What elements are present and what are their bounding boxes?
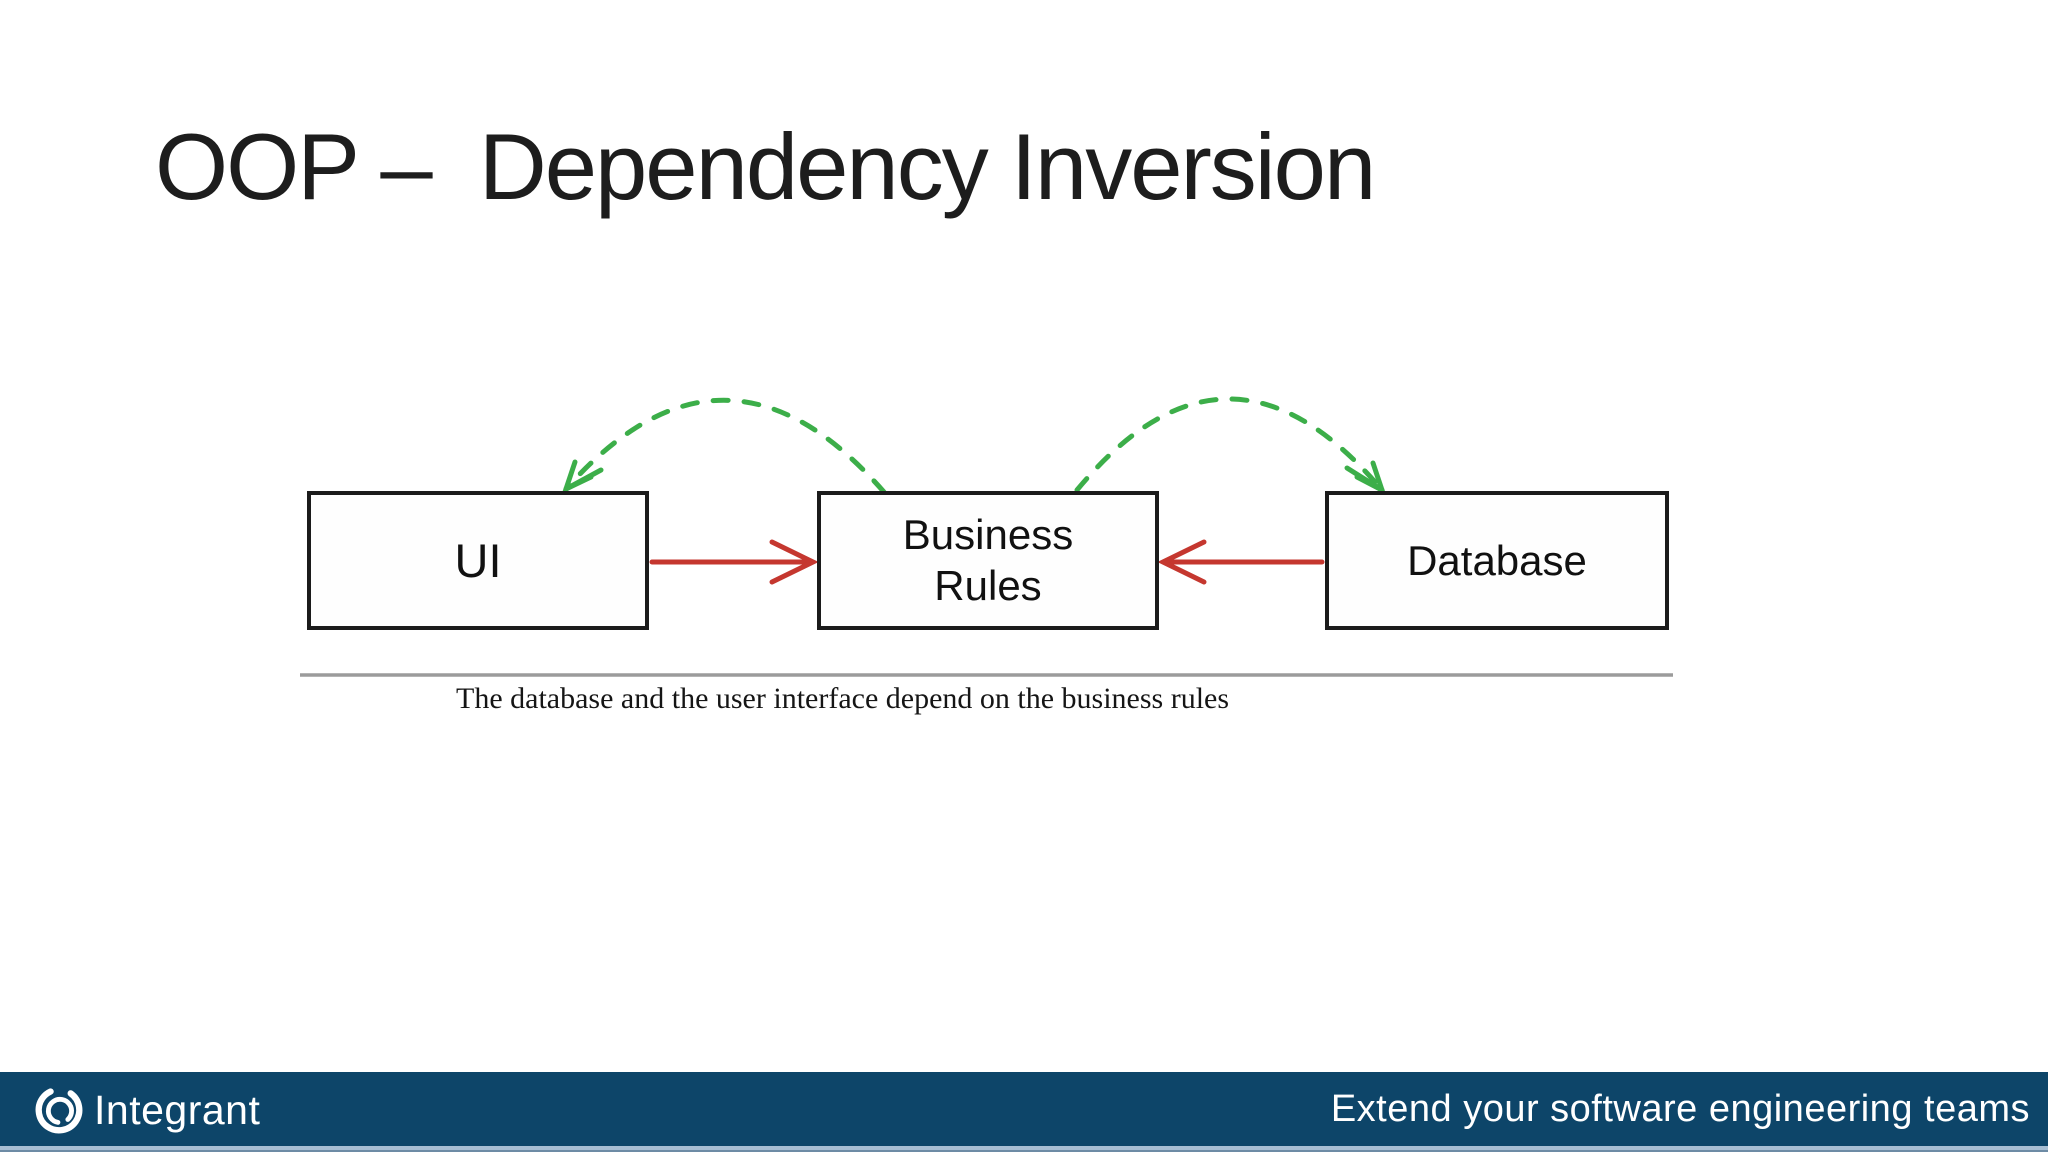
- box-label-database: Database: [1407, 536, 1587, 584]
- box-label-ui: UI: [454, 534, 502, 587]
- integrant-logo: Integrant: [30, 1080, 260, 1140]
- diagram-caption: The database and the user interface depe…: [456, 682, 1230, 715]
- footer-tagline: Extend your software engineering teams: [1330, 1087, 2030, 1130]
- diagram-box-business-rules: Business Rules: [817, 491, 1159, 630]
- integrant-logo-swirl-icon: [35, 1086, 83, 1134]
- dashed-arrow-business-to-ui: [561, 397, 887, 495]
- footer-bar: [0, 1072, 2048, 1146]
- integrant-logo-text: Integrant: [94, 1086, 261, 1133]
- footer-accent-strip-dark: [0, 1150, 2048, 1152]
- dashed-arrow-business-to-database: [1074, 396, 1387, 496]
- solid-arrow-ui-to-business: [649, 539, 819, 585]
- box-label-business-rules: Business Rules: [902, 511, 1074, 609]
- diagram-box-database: Database: [1325, 491, 1669, 630]
- diagram-box-ui: UI: [307, 491, 649, 630]
- footer-accent-strip-light: [0, 1146, 2048, 1150]
- slide-title: OOP – Dependency Inversion: [155, 114, 1376, 219]
- solid-arrow-database-to-business: [1157, 539, 1325, 585]
